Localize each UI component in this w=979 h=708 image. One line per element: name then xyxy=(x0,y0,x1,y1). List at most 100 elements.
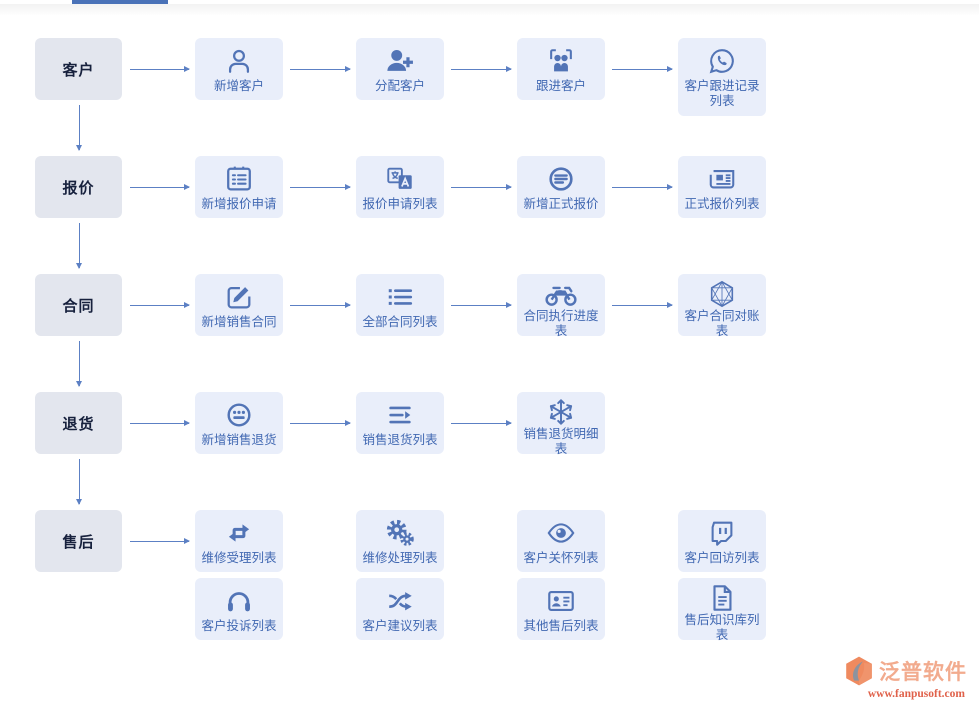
flow-node-label: 客户投诉列表 xyxy=(201,619,277,633)
flow-node-label: 合同执行进度表 xyxy=(523,309,599,338)
flow-node-twitch[interactable]: 客户回访列表 xyxy=(678,510,766,572)
flow-arrow-right xyxy=(290,420,351,426)
flow-arrow-right xyxy=(451,66,512,72)
flow-node-list[interactable]: 全部合同列表 xyxy=(356,274,444,336)
active-tab-indicator xyxy=(72,0,168,4)
flow-node-label: 维修处理列表 xyxy=(362,551,438,565)
flow-node-headphones[interactable]: 客户投诉列表 xyxy=(195,578,283,640)
flow-arrow-right xyxy=(451,420,512,426)
flow-node-presentation-users[interactable]: 跟进客户 xyxy=(517,38,605,100)
flow-node-eye[interactable]: 客户关怀列表 xyxy=(517,510,605,572)
flow-arrow-right xyxy=(290,66,351,72)
flow-node-label: 跟进客户 xyxy=(535,79,586,93)
flow-arrow-right xyxy=(130,302,190,308)
flow-arrow-right xyxy=(130,538,190,544)
edit-icon xyxy=(224,279,254,315)
repeat-icon xyxy=(224,515,254,551)
flow-node-label: 正式报价列表 xyxy=(684,197,760,211)
category-customer[interactable]: 客户 xyxy=(35,38,122,100)
flow-node-user-plus[interactable]: 分配客户 xyxy=(356,38,444,100)
flow-node-label: 客户合同对账表 xyxy=(684,309,760,338)
shuffle-icon xyxy=(385,583,415,619)
lines-arrow-icon xyxy=(385,397,415,433)
flow-node-hexagon-net[interactable]: 客户合同对账表 xyxy=(678,274,766,338)
category-label: 退货 xyxy=(62,415,95,433)
circle-dots-icon xyxy=(224,397,254,433)
flow-node-language[interactable]: 报价申请列表 xyxy=(356,156,444,218)
flow-arrow-right xyxy=(130,420,190,426)
flow-node-shuffle[interactable]: 客户建议列表 xyxy=(356,578,444,640)
brand-name: 泛普软件 xyxy=(879,661,967,684)
flow-arrow-down xyxy=(75,223,82,269)
flow-arrow-right xyxy=(612,302,673,308)
flow-node-motorcycle[interactable]: 合同执行进度表 xyxy=(517,274,605,338)
flow-node-label: 报价申请列表 xyxy=(362,197,438,211)
flow-node-label: 新增销售合同 xyxy=(201,315,277,329)
flow-node-label: 新增销售退货 xyxy=(201,433,277,447)
category-quotation[interactable]: 报价 xyxy=(35,156,122,218)
flow-node-whatsapp[interactable]: 客户跟进记录列表 xyxy=(678,38,766,116)
category-return[interactable]: 退货 xyxy=(35,392,122,454)
category-contract[interactable]: 合同 xyxy=(35,274,122,336)
flow-node-label: 销售退货明细表 xyxy=(523,427,599,456)
category-label: 合同 xyxy=(62,297,95,315)
flow-arrow-right xyxy=(130,184,190,190)
flow-arrow-right xyxy=(451,302,512,308)
flow-node-user[interactable]: 新增客户 xyxy=(195,38,283,100)
flow-node-label: 新增客户 xyxy=(213,79,264,93)
user-icon xyxy=(224,43,254,79)
flow-node-circle-dots[interactable]: 新增销售退货 xyxy=(195,392,283,454)
presentation-users-icon xyxy=(546,43,576,79)
flow-node-label: 维修受理列表 xyxy=(201,551,277,565)
flow-arrow-right xyxy=(290,184,351,190)
flow-node-snowflake[interactable]: 销售退货明细表 xyxy=(517,392,605,456)
flow-node-label: 分配客户 xyxy=(374,79,425,93)
user-plus-icon xyxy=(385,43,415,79)
flow-node-circle-bars[interactable]: 新增正式报价 xyxy=(517,156,605,218)
newspaper-icon xyxy=(707,161,737,197)
snowflake-icon xyxy=(546,397,576,427)
category-label: 客户 xyxy=(62,61,95,79)
headphones-icon xyxy=(224,583,254,619)
flow-node-label: 售后知识库列表 xyxy=(684,613,760,642)
flow-node-repeat[interactable]: 维修受理列表 xyxy=(195,510,283,572)
flow-arrow-right xyxy=(451,184,512,190)
flow-node-label: 新增报价申请 xyxy=(201,197,277,211)
address-card-icon xyxy=(546,583,576,619)
flow-arrow-down xyxy=(75,341,82,387)
language-icon xyxy=(385,161,415,197)
brand-footer: 泛普软件 www.fanpusoft.com xyxy=(819,655,967,700)
flow-node-label: 销售退货列表 xyxy=(362,433,438,447)
flow-node-newspaper[interactable]: 正式报价列表 xyxy=(678,156,766,218)
file-text-icon xyxy=(707,583,737,613)
cogs-icon xyxy=(385,515,415,551)
flow-node-label: 客户回访列表 xyxy=(684,551,760,565)
flow-arrow-right xyxy=(130,66,190,72)
flow-node-address-card[interactable]: 其他售后列表 xyxy=(517,578,605,640)
flow-arrow-right xyxy=(290,302,351,308)
clipboard-list-icon xyxy=(224,161,254,197)
flow-node-label: 客户跟进记录列表 xyxy=(684,79,760,108)
flow-node-cogs[interactable]: 维修处理列表 xyxy=(356,510,444,572)
flow-node-edit[interactable]: 新增销售合同 xyxy=(195,274,283,336)
twitch-icon xyxy=(707,515,737,551)
list-icon xyxy=(385,279,415,315)
whatsapp-icon xyxy=(707,43,737,79)
flow-node-label: 客户建议列表 xyxy=(362,619,438,633)
brand-logo-icon xyxy=(843,655,875,687)
flow-node-lines-arrow[interactable]: 销售退货列表 xyxy=(356,392,444,454)
flow-node-file-text[interactable]: 售后知识库列表 xyxy=(678,578,766,642)
flow-node-clipboard-list[interactable]: 新增报价申请 xyxy=(195,156,283,218)
flow-arrow-down xyxy=(75,105,82,151)
header-shadow xyxy=(0,4,979,16)
category-after-sales[interactable]: 售后 xyxy=(35,510,122,572)
flow-arrow-right xyxy=(612,184,673,190)
flow-node-label: 客户关怀列表 xyxy=(523,551,599,565)
flow-node-label: 新增正式报价 xyxy=(523,197,599,211)
category-label: 报价 xyxy=(62,179,95,197)
flow-node-label: 全部合同列表 xyxy=(362,315,438,329)
flow-arrow-right xyxy=(612,66,673,72)
flow-arrow-down xyxy=(75,459,82,505)
brand-url: www.fanpusoft.com xyxy=(867,688,965,700)
